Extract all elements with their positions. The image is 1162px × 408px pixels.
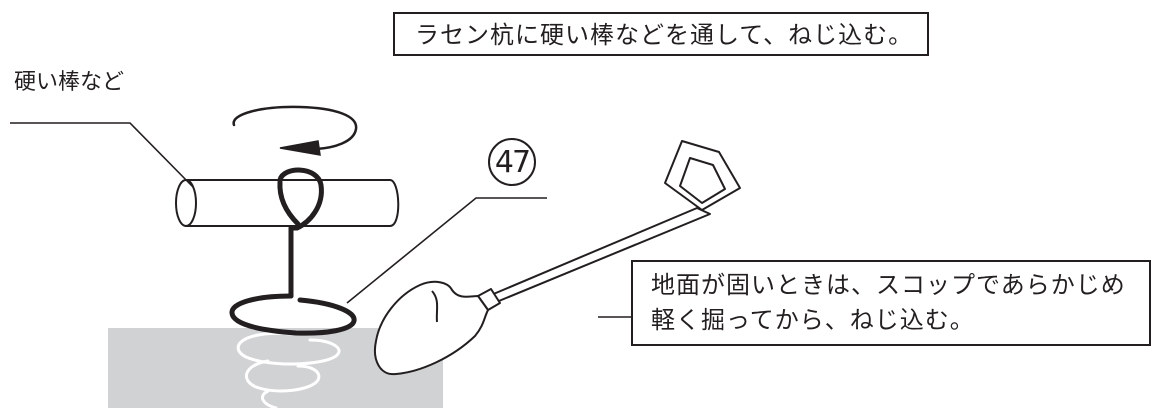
rod-front (277, 179, 301, 227)
part-number-label: 47 (494, 145, 531, 180)
buried-spiral (236, 331, 341, 408)
rod-leader-line (10, 122, 194, 188)
hard-ground-note-line-2: 軽く掘ってから、ねじ込む。 (651, 305, 975, 334)
spiral-stake-icon (229, 225, 357, 336)
rotation-arrow-icon (232, 105, 358, 156)
stake-loop (277, 167, 324, 231)
rod-label: 硬い棒など (14, 70, 125, 95)
rod-icon (175, 179, 400, 227)
part-number-circle (488, 138, 536, 186)
hard-ground-note-line-1: 地面が固いときは、スコップであらかじめ (651, 271, 1126, 299)
hard-ground-note-box: 地面が固いときは、スコップであらかじめ 軽く掘ってから、ねじ込む。 (631, 260, 1151, 346)
part-leader-line (346, 197, 547, 304)
top-instruction-box: ラセン杭に硬い棒などを通して、ねじ込む。 (393, 12, 929, 56)
shovel-icon (374, 140, 741, 376)
top-instruction-text: ラセン杭に硬い棒などを通して、ねじ込む。 (415, 21, 914, 49)
